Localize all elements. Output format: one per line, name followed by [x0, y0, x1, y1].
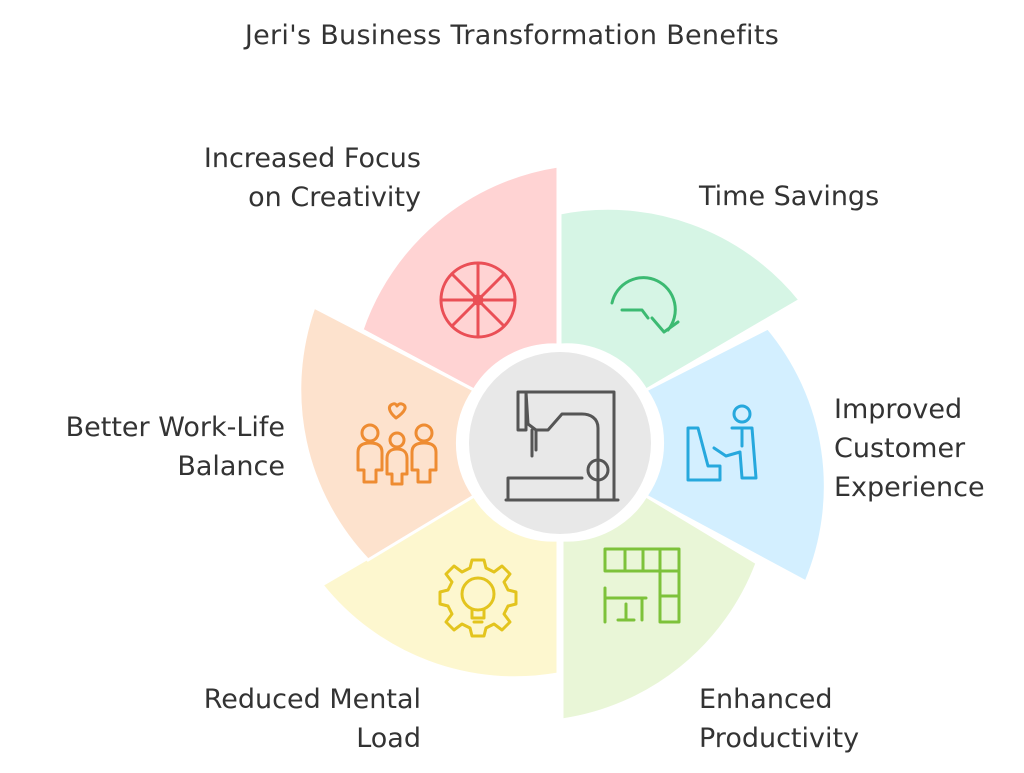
label-work-life: Better Work-Life Balance	[65, 412, 285, 482]
label-productivity: Enhanced Productivity	[699, 684, 860, 754]
sewing-machine-icon	[504, 390, 620, 502]
label-mental-load: Reduced Mental Load	[203, 684, 421, 754]
segment-customer-experience	[643, 326, 827, 585]
label-customer-experience: Improved Customer Experience	[834, 394, 985, 503]
segment-work-life	[298, 304, 477, 562]
family-heart-icon	[356, 402, 438, 486]
segment-mental-load	[319, 493, 560, 680]
diagram-title: Jeri's Business Transformation Benefits	[244, 20, 780, 51]
segment-time-savings	[558, 206, 803, 393]
color-wheel-icon	[439, 261, 517, 339]
lightbulb-gear-icon	[438, 558, 518, 638]
label-time-savings: Time Savings	[699, 181, 880, 212]
label-creativity: Increased Focus on Creativity	[203, 143, 421, 213]
segment-creativity	[360, 164, 560, 392]
customer-service-desk-icon	[686, 404, 758, 482]
workspace-desk-icon	[603, 547, 681, 624]
center-hub	[465, 348, 655, 538]
clock-rewind-icon	[610, 276, 680, 334]
